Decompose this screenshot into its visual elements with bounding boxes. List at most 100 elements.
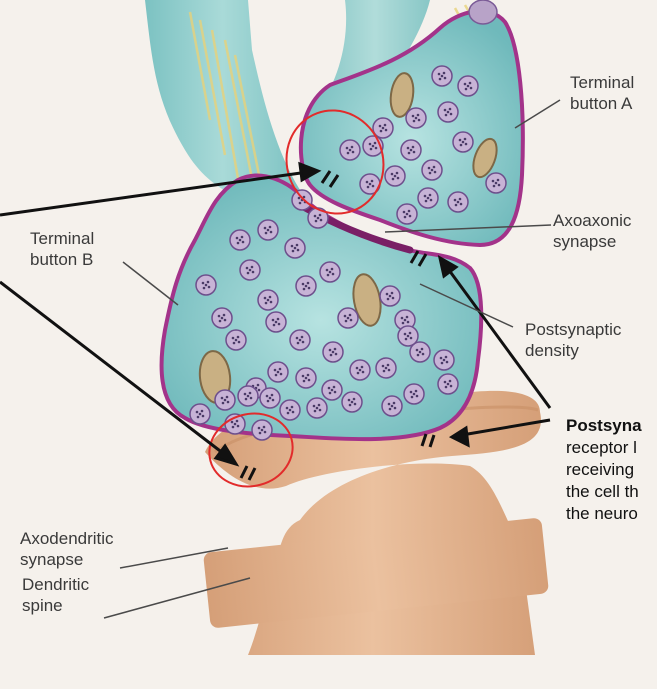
label-dendritic-spine-line1: Dendritic (22, 575, 90, 594)
neurotransmitter-dot (494, 181, 498, 185)
neurotransmitter-dot (412, 119, 416, 123)
neurotransmitter-dot (387, 402, 391, 406)
neurotransmitter-dot (244, 397, 248, 401)
neurotransmitter-dot (330, 388, 334, 392)
neurotransmitter-dot (348, 148, 352, 152)
neurotransmitter-dot (444, 113, 448, 117)
label-axodendritic-synapse-line1: Axodendritic (20, 529, 114, 548)
neurotransmitter-dot (346, 151, 350, 155)
neurotransmitter-dot (446, 110, 450, 114)
neurotransmitter-dot (368, 142, 372, 146)
neurotransmitter-dot (286, 411, 290, 415)
neurotransmitter-dot (291, 249, 295, 253)
neurotransmitter-dot (407, 209, 411, 213)
neurotransmitter-dot (429, 198, 433, 202)
neurotransmitter-dot (235, 236, 239, 240)
neurotransmitter-dot (417, 118, 421, 122)
neurotransmitter-dot (356, 371, 360, 375)
pointer-arrows (0, 161, 552, 467)
neurotransmitter-dot (236, 424, 240, 428)
neurotransmitter-dot (412, 150, 416, 154)
neurotransmitter-dot (302, 379, 306, 383)
neurotransmitter-dot (248, 268, 252, 272)
neurotransmitter-dot (420, 347, 424, 351)
neurotransmitter-dot (238, 238, 242, 242)
neurotransmitter-dot (304, 376, 308, 380)
neurotransmitter-dot (263, 226, 267, 230)
neurotransmitter-dot (360, 365, 364, 369)
label-postsynaptic-density-line2: density (525, 341, 579, 360)
label-axodendritic-synapse: Axodendritic synapse (20, 528, 114, 570)
neurotransmitter-dot (269, 300, 273, 304)
neurotransmitter-dot (222, 313, 226, 317)
neurotransmitter-dot (384, 366, 388, 370)
neurotransmitter-dot (350, 400, 354, 404)
label-dendritic-spine: Dendritic spine (22, 574, 89, 616)
neurotransmitter-dot (220, 316, 224, 320)
neurotransmitter-dot (264, 231, 268, 235)
neurotransmitter-dot (251, 270, 255, 274)
neurotransmitter-dot (355, 366, 359, 370)
note-title: Postsyna (566, 416, 642, 435)
neurotransmitter-dot (491, 179, 495, 183)
neurotransmitter-dot (328, 391, 332, 395)
neurotransmitter-dot (430, 168, 434, 172)
neurotransmitter-dot (433, 170, 437, 174)
neurotransmitter-dot (264, 301, 268, 305)
neurotransmitter-dot (328, 348, 332, 352)
label-terminal-button-a: Terminal button A (570, 72, 634, 114)
neurotransmitter-dot (313, 214, 317, 218)
neurotransmitter-dot (276, 370, 280, 374)
neurotransmitter-dot (266, 399, 270, 403)
label-terminal-button-b-line1: Terminal (30, 229, 95, 248)
terminal-button-a (298, 0, 525, 248)
neurotransmitter-dot (257, 388, 261, 392)
neurotransmitter-dot (443, 108, 447, 112)
neurotransmitter-dot (387, 368, 391, 372)
neurotransmitter-dot (319, 218, 323, 222)
neurotransmitter-dot (374, 146, 378, 150)
neurotransmitter-dot (391, 177, 395, 181)
neurotransmitter-dot (466, 84, 470, 88)
postsynaptic-note: Postsyna receptor l receiving the cell t… (566, 415, 642, 525)
note-line-4: the neuro (566, 504, 638, 523)
neurotransmitter-dot (201, 414, 205, 418)
neurotransmitter-dot (301, 374, 305, 378)
neurotransmitter-dot (443, 380, 447, 384)
neurotransmitter-dot (293, 246, 297, 250)
neurotransmitter-dot (266, 298, 270, 302)
neurotransmitter-dot (386, 363, 390, 367)
neurotransmitter-dot (235, 419, 239, 423)
neurotransmitter-dot (333, 347, 337, 351)
neurotransmitter-dot (195, 410, 199, 414)
neurotransmitter-dot (352, 397, 356, 401)
neurotransmitter-dot (439, 356, 443, 360)
neurotransmitter-dot (384, 128, 388, 132)
neurotransmitter-dot (225, 395, 229, 399)
neurotransmitter-dot (449, 112, 453, 116)
neurotransmitter-dot (327, 386, 331, 390)
neurotransmitter-dot (456, 200, 460, 204)
neurotransmitter-dot (240, 235, 244, 239)
neurotransmitter-dot (231, 425, 235, 429)
neurotransmitter-dot (258, 431, 262, 435)
neurotransmitter-dot (497, 183, 501, 187)
neurotransmitter-dot (416, 113, 420, 117)
label-axoaxonic-synapse-line2: synapse (553, 232, 617, 251)
neurotransmitter-dot (463, 137, 467, 141)
neurotransmitter-dot (217, 314, 221, 318)
neurotransmitter-dot (345, 146, 349, 150)
neurotransmitter-dot (388, 407, 392, 411)
neurotransmitter-dot (226, 400, 230, 404)
neurotransmitter-dot (266, 228, 270, 232)
neurotransmitter-dot (301, 340, 305, 344)
note-line-1: receptor l (566, 438, 637, 457)
neurotransmitter-dot (396, 176, 400, 180)
neurotransmitter-dot (268, 225, 272, 229)
neurotransmitter-dot (268, 295, 272, 299)
neurotransmitter-dot (408, 331, 412, 335)
neurotransmitter-dot (379, 129, 383, 133)
neurotransmitter-dot (330, 267, 334, 271)
label-axodendritic-synapse-line2: synapse (20, 550, 84, 569)
